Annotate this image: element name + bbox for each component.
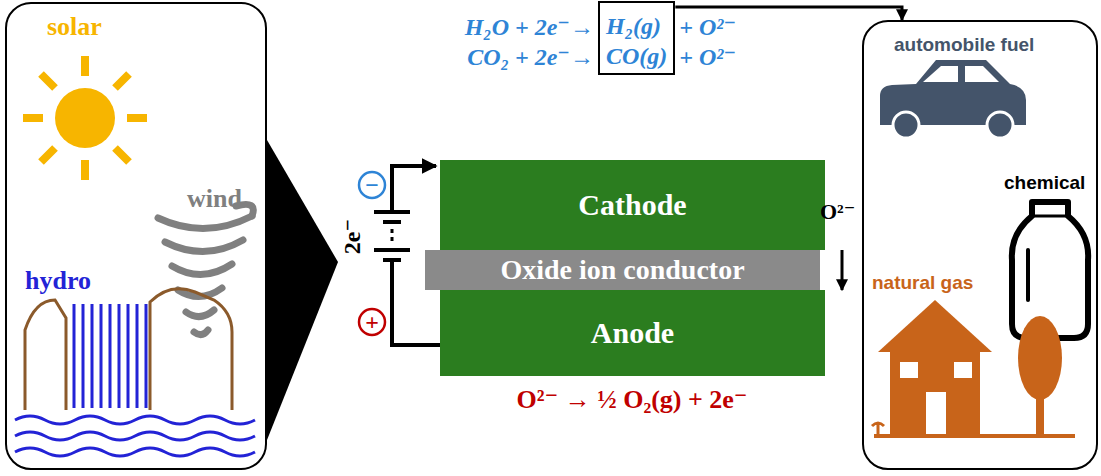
car-icon (880, 60, 1026, 138)
equation-text: O²⁻ → ½ O₂(g) + 2e⁻ (516, 384, 747, 415)
wind-icon (158, 204, 253, 334)
box-label: Oxide ion conductor (500, 254, 744, 286)
ion-arrow (841, 250, 844, 290)
source-label: wind (187, 184, 242, 214)
use-panel: automobile fuel chemical natural gas (862, 20, 1098, 470)
source-label: hydro (25, 266, 91, 296)
product-box: H₂(g)CO(g) (598, 1, 675, 75)
electrolyte-band: Oxide ion conductor (425, 250, 820, 290)
sun-icon (23, 56, 147, 180)
ion-label: O²⁻ (820, 198, 855, 225)
electron-label: 2e⁻ (337, 218, 366, 253)
house-icon (872, 300, 1075, 436)
use-label: natural gas (872, 272, 973, 294)
equation-text: + O²⁻ (679, 42, 736, 71)
use-label: automobile fuel (894, 34, 1034, 56)
hydro-icon (15, 289, 255, 456)
equation-text: H₂O + 2e⁻→ (465, 12, 594, 41)
equation-text: + O²⁻ (679, 12, 736, 41)
product-name: H₂(g) (606, 11, 667, 41)
polarity-sign: + (365, 309, 379, 336)
source-panel: solar wind hydro (5, 2, 267, 470)
use-label: chemical (1004, 172, 1085, 194)
polarity-sign: − (365, 172, 379, 199)
box-label: Anode (591, 316, 674, 350)
electrode-box: Cathode (440, 160, 825, 250)
electrode-box: Anode (440, 290, 825, 376)
source-label: solar (47, 12, 102, 42)
product-name: CO(g) (606, 41, 667, 71)
bottle-icon (1012, 202, 1088, 338)
funnel-shape (267, 140, 338, 440)
box-label: Cathode (578, 188, 686, 222)
equation-text: CO₂ + 2e⁻→ (467, 42, 594, 71)
